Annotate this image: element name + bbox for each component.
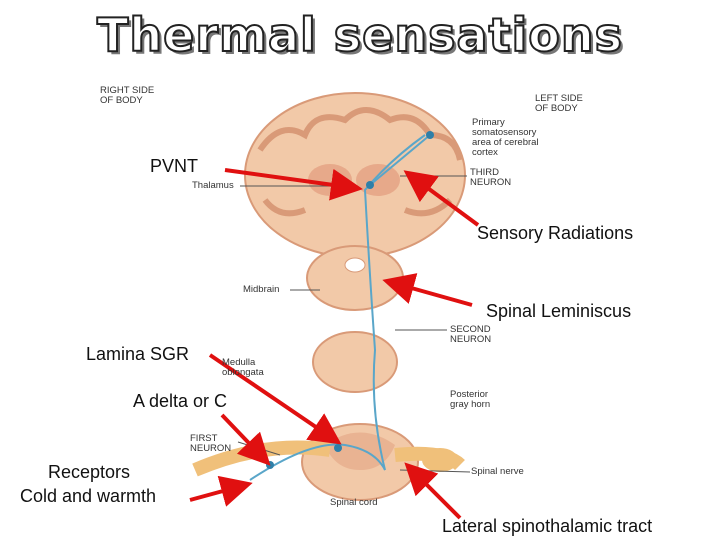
- callout-arrows: [189, 168, 480, 520]
- spinal-cord-label: Spinal cord: [330, 497, 378, 508]
- medulla-section: [312, 331, 398, 393]
- pvnt-label: PVNT: [150, 156, 199, 176]
- left-side-label: LEFT SIDE OF BODY: [535, 93, 583, 114]
- medulla-label: Medulla oblongata: [222, 357, 264, 378]
- thalamus-label: Thalamus: [192, 180, 234, 191]
- first-neuron-label: FIRST NEURON: [190, 433, 232, 454]
- sensory-radiations-label: Sensory Radiations: [477, 223, 634, 243]
- primary-cortex-label: Primary somatosensory area of cerebral c…: [472, 117, 539, 158]
- right-side-label: RIGHT SIDE OF BODY: [100, 85, 155, 106]
- spinal-lemniscus-label: Spinal Leminiscus: [486, 301, 632, 321]
- spinal-nerve-label: Spinal nerve: [471, 466, 524, 477]
- lateral-spinothalamic-label: Lateral spinothalamic tract: [442, 516, 653, 536]
- midbrain-section: [306, 245, 404, 311]
- third-neuron-label: THIRD NEURON: [470, 167, 512, 188]
- second-neuron-label: SECOND NEURON: [450, 324, 492, 345]
- midbrain-label: Midbrain: [243, 284, 280, 295]
- posterior-horn-label: Posterior gray horn: [450, 389, 491, 410]
- receptors-label: Receptors: [48, 462, 131, 482]
- page-title: Thermal sensations: [96, 7, 623, 63]
- cold-warmth-label: Cold and warmth: [20, 486, 157, 506]
- lamina-sgr-label: Lamina SGR: [86, 344, 190, 364]
- a-delta-c-label: A delta or C: [133, 391, 228, 411]
